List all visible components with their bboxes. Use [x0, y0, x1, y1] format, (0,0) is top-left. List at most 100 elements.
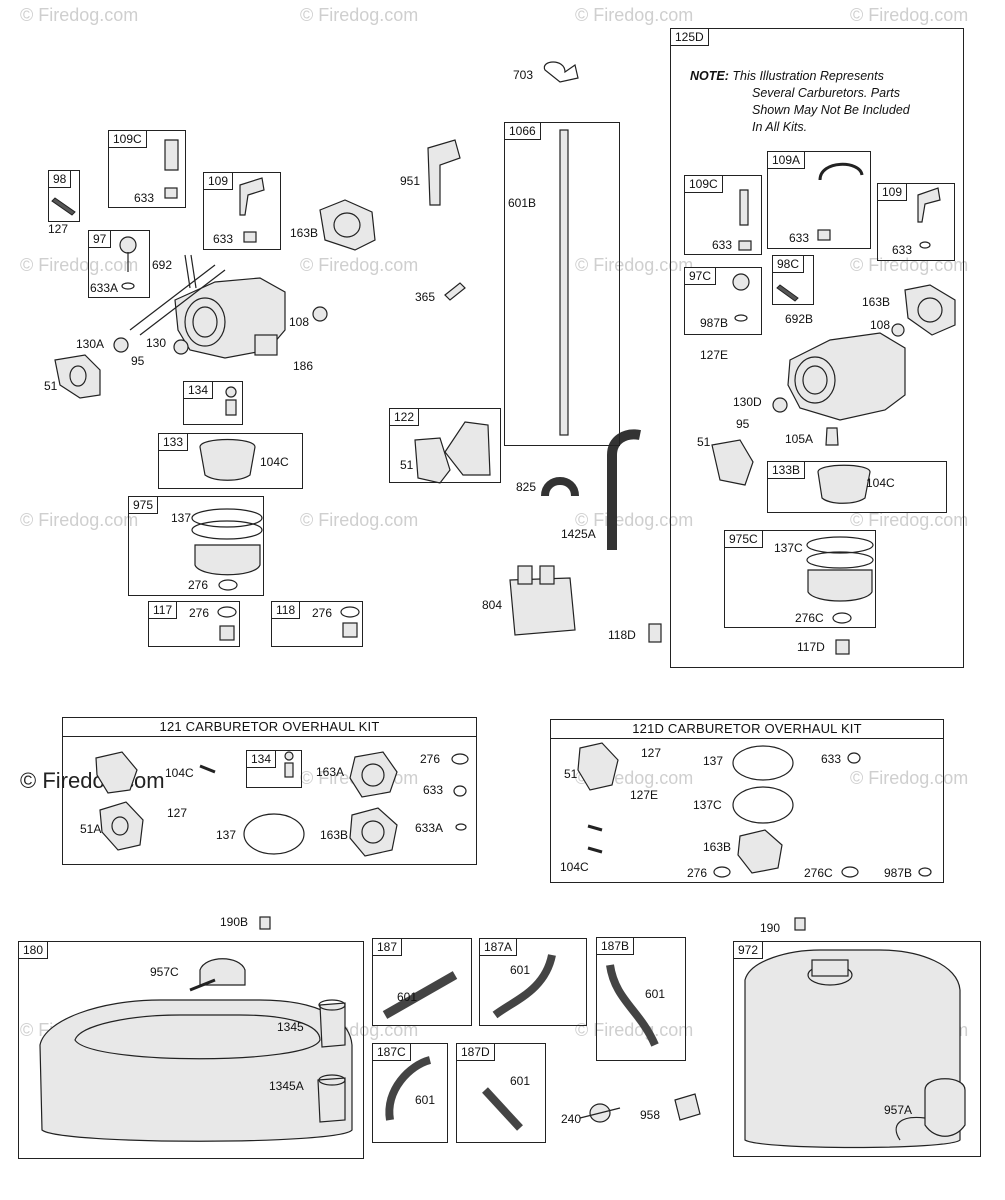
label-104c: 104C [866, 476, 895, 490]
label-633: 633 [134, 191, 155, 205]
box-122: 122 [389, 408, 501, 483]
watermark: © Firedog.com [575, 510, 694, 530]
gasket-51 [54, 354, 101, 399]
box-1066-tag: 1066 [505, 123, 541, 140]
watermark: © Firedog.com [300, 255, 419, 275]
label-957c: 957C [150, 965, 179, 979]
part-108 [312, 306, 328, 322]
label-633: 633 [821, 752, 842, 766]
label-633: 633 [789, 231, 810, 245]
bowl-975 [194, 544, 261, 576]
label-633a: 633A [415, 821, 444, 835]
label-127: 127 [48, 222, 69, 236]
box-187: 187 [372, 938, 472, 1026]
label-825: 825 [516, 480, 537, 494]
box-187b: 187B [596, 937, 686, 1061]
label-137c: 137C [693, 798, 722, 812]
box-97c-right-tag: 97C [685, 268, 717, 285]
watermark: © Firedog.com [850, 510, 969, 530]
box-180: 180 [18, 941, 364, 1159]
box-109c-tag: 109C [109, 131, 147, 148]
box-180-tag: 180 [19, 942, 49, 959]
label-137: 137 [171, 511, 192, 525]
label-51: 51 [44, 379, 58, 393]
box-134-tag: 134 [184, 382, 214, 399]
spring-692 [184, 254, 191, 289]
label-130a: 130A [76, 337, 105, 351]
box-975c-right: 975C [724, 530, 876, 628]
label-951: 951 [400, 174, 421, 188]
box-134: 134 [183, 381, 243, 425]
label-127: 127 [167, 806, 188, 820]
box-134-kit-tag: 134 [247, 751, 277, 768]
watermark: © Firedog.com [850, 5, 969, 25]
box-118-tag: 118 [272, 602, 301, 619]
box-187a: 187A [479, 938, 587, 1026]
note-prefix: NOTE: [690, 69, 729, 83]
label-957a: 957A [884, 1103, 913, 1117]
label-51: 51 [697, 435, 711, 449]
label-163b: 163B [320, 828, 349, 842]
box-109-tag: 109 [204, 173, 234, 190]
watermark: © Firedog.com [20, 255, 139, 275]
label-633: 633 [213, 232, 234, 246]
label-601b: 601B [508, 196, 537, 210]
box-118: 118 [271, 601, 363, 647]
watermark: © Firedog.com [20, 510, 139, 530]
box-109c-right-tag: 109C [685, 176, 723, 193]
box-109-right: 109 [877, 183, 955, 261]
box-133-tag: 133 [159, 434, 189, 451]
note-line4: In All Kits. [752, 120, 808, 134]
label-276: 276 [189, 606, 210, 620]
label-365: 365 [415, 290, 436, 304]
label-137: 137 [216, 828, 237, 842]
box-122-tag: 122 [390, 409, 420, 426]
fuel-tank-972 [744, 949, 961, 1149]
box-117: 117 [148, 601, 240, 647]
watermark: © Firedog.com [575, 1020, 694, 1040]
box-98: 98 [48, 170, 80, 222]
carburetor-body [129, 264, 286, 359]
label-276c: 276C [795, 611, 824, 625]
label-1425a: 1425A [561, 527, 596, 541]
label-633a: 633A [90, 281, 119, 295]
box-109c: 109C [108, 130, 186, 208]
label-105a: 105A [785, 432, 814, 446]
box-109: 109 [203, 172, 281, 250]
label-137c: 137C [774, 541, 803, 555]
label-276: 276 [687, 866, 708, 880]
label-958: 958 [640, 1108, 661, 1122]
label-190b: 190B [220, 915, 249, 929]
box-975-tag: 975 [129, 497, 159, 514]
label-127e: 127E [700, 348, 729, 362]
label-987b: 987B [700, 316, 729, 330]
label-118d: 118D [608, 628, 636, 642]
box-133b-right: 133B [767, 461, 947, 513]
label-163b: 163B [290, 226, 319, 240]
label-190: 190 [760, 921, 781, 935]
label-186: 186 [293, 359, 314, 373]
label-108: 108 [289, 315, 310, 329]
box-125d: 125D [670, 28, 964, 668]
kit-121: 121 CARBURETOR OVERHAUL KIT [62, 717, 477, 865]
box-98-tag: 98 [49, 171, 72, 188]
box-97c-right: 97C [684, 267, 762, 335]
label-276: 276 [420, 752, 441, 766]
box-187d-tag: 187D [457, 1044, 495, 1061]
kit-121d-title: 121D CARBURETOR OVERHAUL KIT [551, 720, 943, 739]
watermark: © Firedog.com [20, 5, 139, 25]
kit-121d: 121D CARBURETOR OVERHAUL KIT [550, 719, 944, 883]
box-109-right-tag: 109 [878, 184, 908, 201]
kit-121-title: 121 CARBURETOR OVERHAUL KIT [63, 718, 476, 737]
label-240: 240 [561, 1112, 582, 1126]
note-line1: This Illustration Represents [732, 69, 884, 83]
box-117-tag: 117 [149, 602, 178, 619]
label-804: 804 [482, 598, 503, 612]
box-97: 97 [88, 230, 150, 298]
label-633: 633 [423, 783, 444, 797]
box-187d: 187D [456, 1043, 546, 1143]
label-163b: 163B [703, 840, 732, 854]
box-109c-right: 109C [684, 175, 762, 255]
label-130d: 130D [733, 395, 762, 409]
label-104c: 104C [260, 455, 289, 469]
